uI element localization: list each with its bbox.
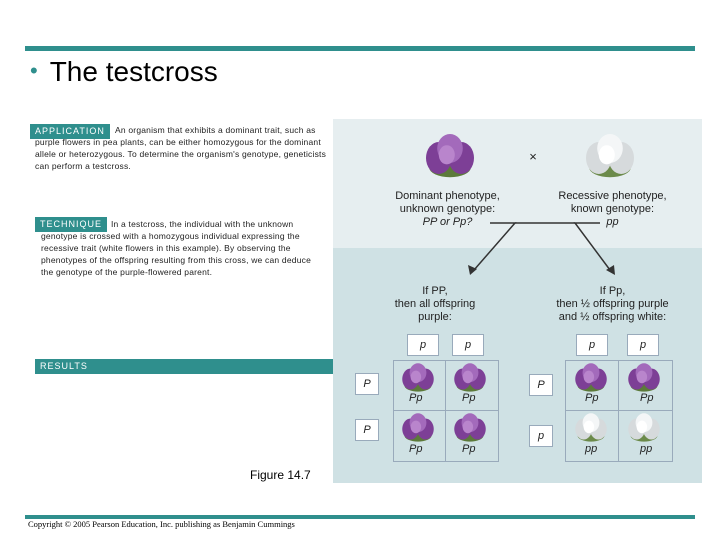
left-genotype-3: Pp xyxy=(409,443,422,455)
right-genotype-1: Pp xyxy=(585,392,598,404)
right-row-allele-1: P xyxy=(529,374,553,396)
left-offspring-flower-2 xyxy=(452,362,488,394)
technique-text: In a testcross, the individual with the … xyxy=(41,218,323,278)
left-offspring-flower-4 xyxy=(452,412,488,444)
top-rule xyxy=(25,46,695,51)
right-offspring-flower-1 xyxy=(573,362,609,394)
results-tag: RESULTS xyxy=(35,359,357,374)
right-offspring-flower-2 xyxy=(626,362,662,394)
left-col-allele-1: p xyxy=(407,334,439,356)
white-flower-parent xyxy=(580,132,640,182)
left-genotype-2: Pp xyxy=(462,392,475,404)
left-genotype-4: Pp xyxy=(462,443,475,455)
left-col-allele-2: p xyxy=(452,334,484,356)
right-genotype-3: pp xyxy=(585,443,597,455)
left-offspring-flower-3 xyxy=(400,412,436,444)
right-col-allele-1: p xyxy=(576,334,608,356)
slide-title: •The testcross xyxy=(30,58,218,86)
left-row-allele-2: P xyxy=(355,419,379,441)
application-text: An organism that exhibits a dominant tra… xyxy=(35,124,333,172)
right-offspring-flower-4 xyxy=(626,412,662,444)
left-offspring-flower-1 xyxy=(400,362,436,394)
right-row-allele-2: p xyxy=(529,425,553,447)
figure-caption: Figure 14.7 xyxy=(250,468,311,482)
right-offspring-flower-3 xyxy=(573,412,609,444)
cross-symbol: × xyxy=(526,150,540,164)
right-genotype-4: pp xyxy=(640,443,652,455)
left-grid-divider-h xyxy=(393,410,498,411)
purple-flower-parent xyxy=(420,132,480,182)
right-genotype-2: Pp xyxy=(640,392,653,404)
left-genotype-1: Pp xyxy=(409,392,422,404)
left-row-allele-1: P xyxy=(355,373,379,395)
bullet-icon: • xyxy=(30,58,38,83)
case-homozygous: If PP, then all offspring purple: xyxy=(370,285,500,324)
right-col-allele-2: p xyxy=(627,334,659,356)
branch-arrows xyxy=(460,218,630,278)
right-grid-divider-h xyxy=(565,410,672,411)
copyright-notice: Copyright © 2005 Pearson Education, Inc.… xyxy=(28,519,295,529)
case-heterozygous: If Pp, then ½ offspring purple and ½ off… xyxy=(540,285,685,324)
